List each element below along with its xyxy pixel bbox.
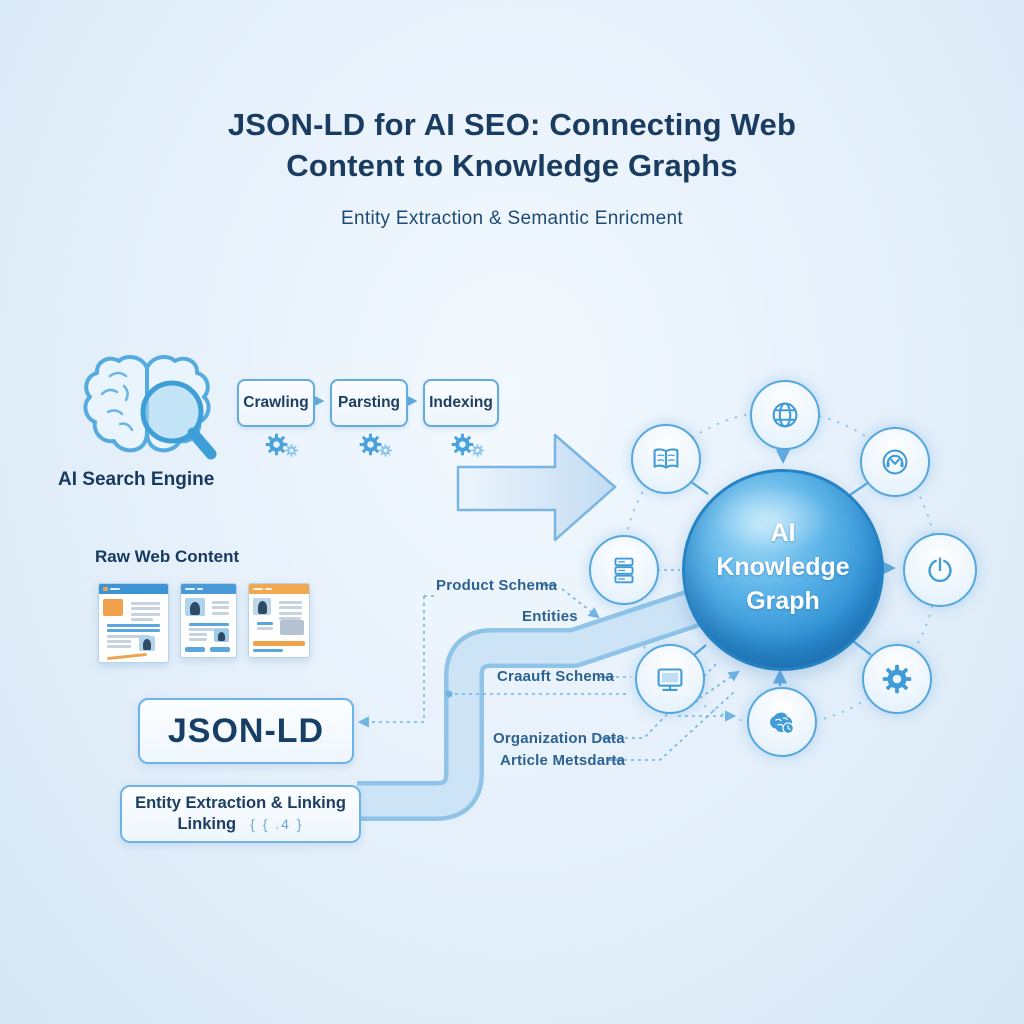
- flow-band: [357, 579, 731, 821]
- headset-user-icon: [860, 427, 930, 497]
- ai-brain-magnifier-icon: [83, 354, 217, 460]
- ai-search-engine-label: AI Search Engine: [58, 469, 215, 490]
- open-book-icon: [631, 424, 701, 494]
- gear-icon: [862, 644, 932, 714]
- ai-knowledge-graph-core: AI Knowledge Graph: [682, 469, 884, 671]
- power-dial-icon: [903, 533, 977, 607]
- globe-icon: [750, 380, 820, 450]
- ai-brain-clock-icon: [747, 687, 817, 757]
- label-dashes: [541, 584, 622, 761]
- webpage-thumbnail-1: [98, 583, 169, 663]
- entities-label: Entities: [522, 608, 578, 625]
- organization-data-label: Organization Data: [493, 730, 625, 747]
- page-title: JSON-LD for AI SEO: Connecting Web Conte…: [227, 107, 797, 184]
- band-junction-dot: [445, 690, 453, 698]
- monitor-icon: [635, 644, 705, 714]
- webpage-thumbnail-2: [180, 583, 237, 658]
- page-subtitle: Entity Extraction & Semantic Enricment: [341, 208, 683, 230]
- pipeline-step-crawling: Crawling: [237, 379, 315, 427]
- json-ld-box: JSON-LD: [138, 698, 354, 764]
- dashed-connectors: [357, 569, 740, 761]
- article-metadata-label: Article Metsdarta: [500, 752, 626, 769]
- code-braces-icon: { { .4 }: [250, 816, 304, 832]
- entity-extraction-box: Entity Extraction & Linking Linking{ { .…: [120, 785, 361, 843]
- craft-schema-label: Craauft Schema: [497, 668, 615, 685]
- database-stack-icon: [589, 535, 659, 605]
- webpage-thumbnail-3: [248, 583, 310, 658]
- big-flow-arrow: [456, 433, 617, 542]
- gear-icon: [448, 430, 492, 466]
- gear-icon: [262, 430, 306, 466]
- gear-icon: [356, 430, 400, 466]
- pipeline-step-indexing: Indexing: [423, 379, 499, 427]
- raw-web-content-label: Raw Web Content: [95, 547, 240, 566]
- pipeline-step-parsing: Parsting: [330, 379, 408, 427]
- product-schema-label: Product Schema: [436, 577, 558, 594]
